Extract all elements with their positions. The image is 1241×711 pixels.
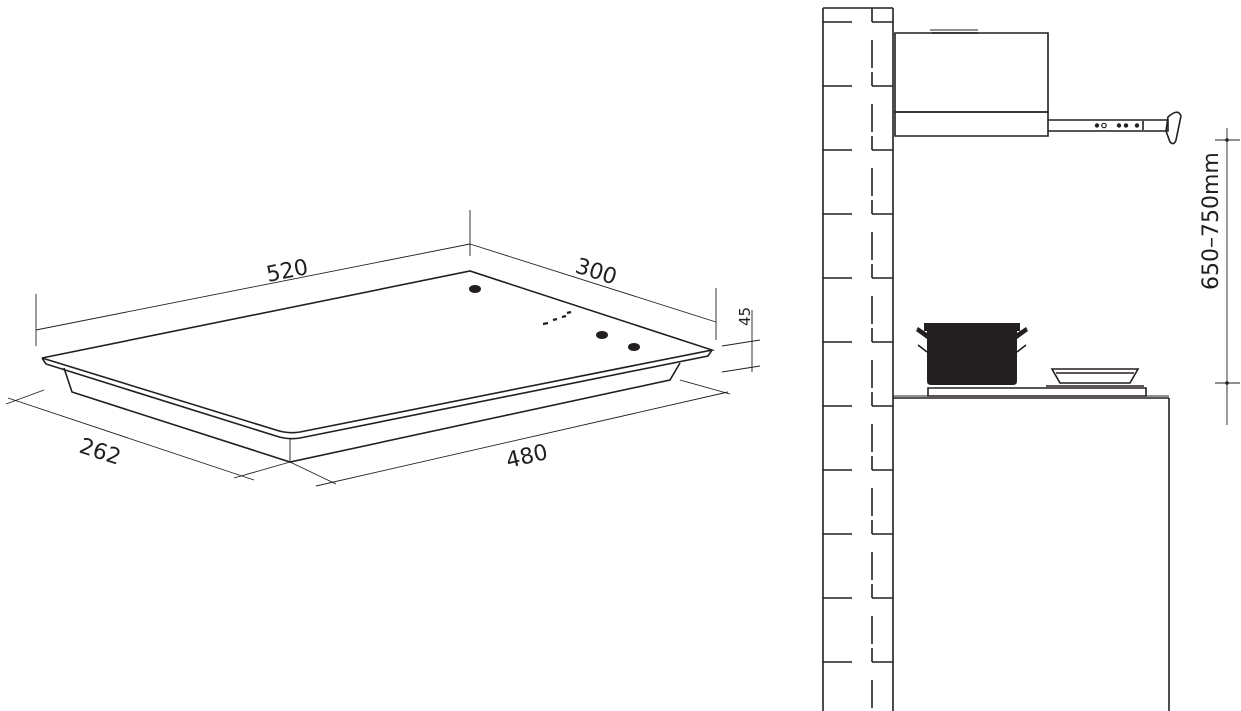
dimension-label-top-depth: 300 [572, 254, 620, 291]
dimension-262: 262 [5, 389, 291, 481]
hob-drawing: 520 300 45 262 480 [5, 210, 761, 487]
hob-side-view [927, 387, 1147, 397]
range-hood [894, 29, 1182, 145]
dimension-label-cutout-width: 480 [504, 440, 550, 474]
brick-wall [822, 7, 894, 711]
hood-handle-icon [1165, 111, 1182, 145]
hob-glass-top [41, 270, 716, 434]
dimension-520: 520 [35, 210, 471, 346]
control-indicators [542, 310, 572, 326]
installation-elevation: 650–750mm [822, 7, 1240, 711]
dimension-300: 300 [469, 243, 717, 340]
counter-cabinet [893, 387, 1170, 711]
dimension-label-thickness: 45 [736, 307, 754, 326]
burner-rear-icon [469, 285, 481, 293]
burner-right-icon [596, 331, 608, 339]
frying-pan-icon [1046, 368, 1144, 387]
dimension-label-height-range: 650–750mm [1199, 152, 1224, 290]
dimension-label-cutout-depth: 262 [76, 434, 124, 471]
dimension-45: 45 [721, 307, 761, 373]
hob-glass-edge [41, 349, 713, 440]
burner-front-icon [628, 343, 640, 351]
pot-icon [916, 323, 1028, 385]
dimension-height: 650–750mm [1199, 128, 1240, 425]
dimension-label-top-width: 520 [264, 255, 310, 288]
